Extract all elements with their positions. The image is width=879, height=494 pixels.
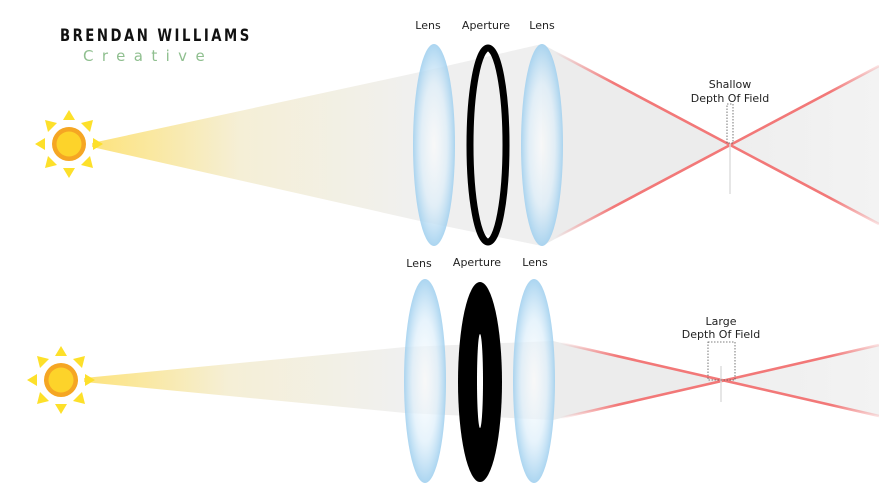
lens-right-bottom [513, 279, 555, 483]
shallow-dof-box [726, 103, 734, 144]
label-dof-bottom: Depth Of Field [681, 328, 761, 341]
lens-left-top [413, 44, 455, 246]
label-aperture-bottom: Aperture [452, 256, 502, 269]
label-dof-top: Depth Of Field [690, 92, 770, 105]
label-lens-right-top: Lens [529, 19, 555, 32]
incoming-light-beam [84, 347, 405, 413]
focus-ray-upper [559, 341, 879, 418]
bottom-diagram [27, 279, 879, 483]
converging-cone [553, 341, 722, 420]
top-diagram [35, 44, 879, 246]
diverging-cone [722, 345, 879, 416]
incoming-light-beam [92, 72, 420, 221]
lens-left-bottom [404, 279, 446, 483]
diverging-cone [730, 66, 879, 224]
label-shallow: Shallow [708, 78, 752, 91]
label-lens-left-bottom: Lens [406, 257, 432, 270]
converging-cone [542, 44, 730, 246]
aperture-ring-top [466, 44, 510, 246]
lens-right-top [521, 44, 563, 246]
focus-ray-lower [559, 343, 879, 420]
focus-ray-upper [554, 50, 879, 226]
label-lens-left-top: Lens [415, 19, 441, 32]
focus-ray-lower [554, 64, 879, 240]
label-lens-right-bottom: Lens [522, 256, 548, 269]
label-large: Large [705, 315, 737, 328]
large-dof-box [707, 341, 736, 381]
brand-subtitle: Creative [83, 47, 214, 65]
aperture-ring-bottom [458, 282, 502, 482]
sun-icon [35, 110, 103, 178]
label-aperture-top: Aperture [461, 19, 511, 32]
sun-icon [27, 346, 95, 414]
brand-title: BRENDAN WILLIAMS [60, 26, 252, 46]
